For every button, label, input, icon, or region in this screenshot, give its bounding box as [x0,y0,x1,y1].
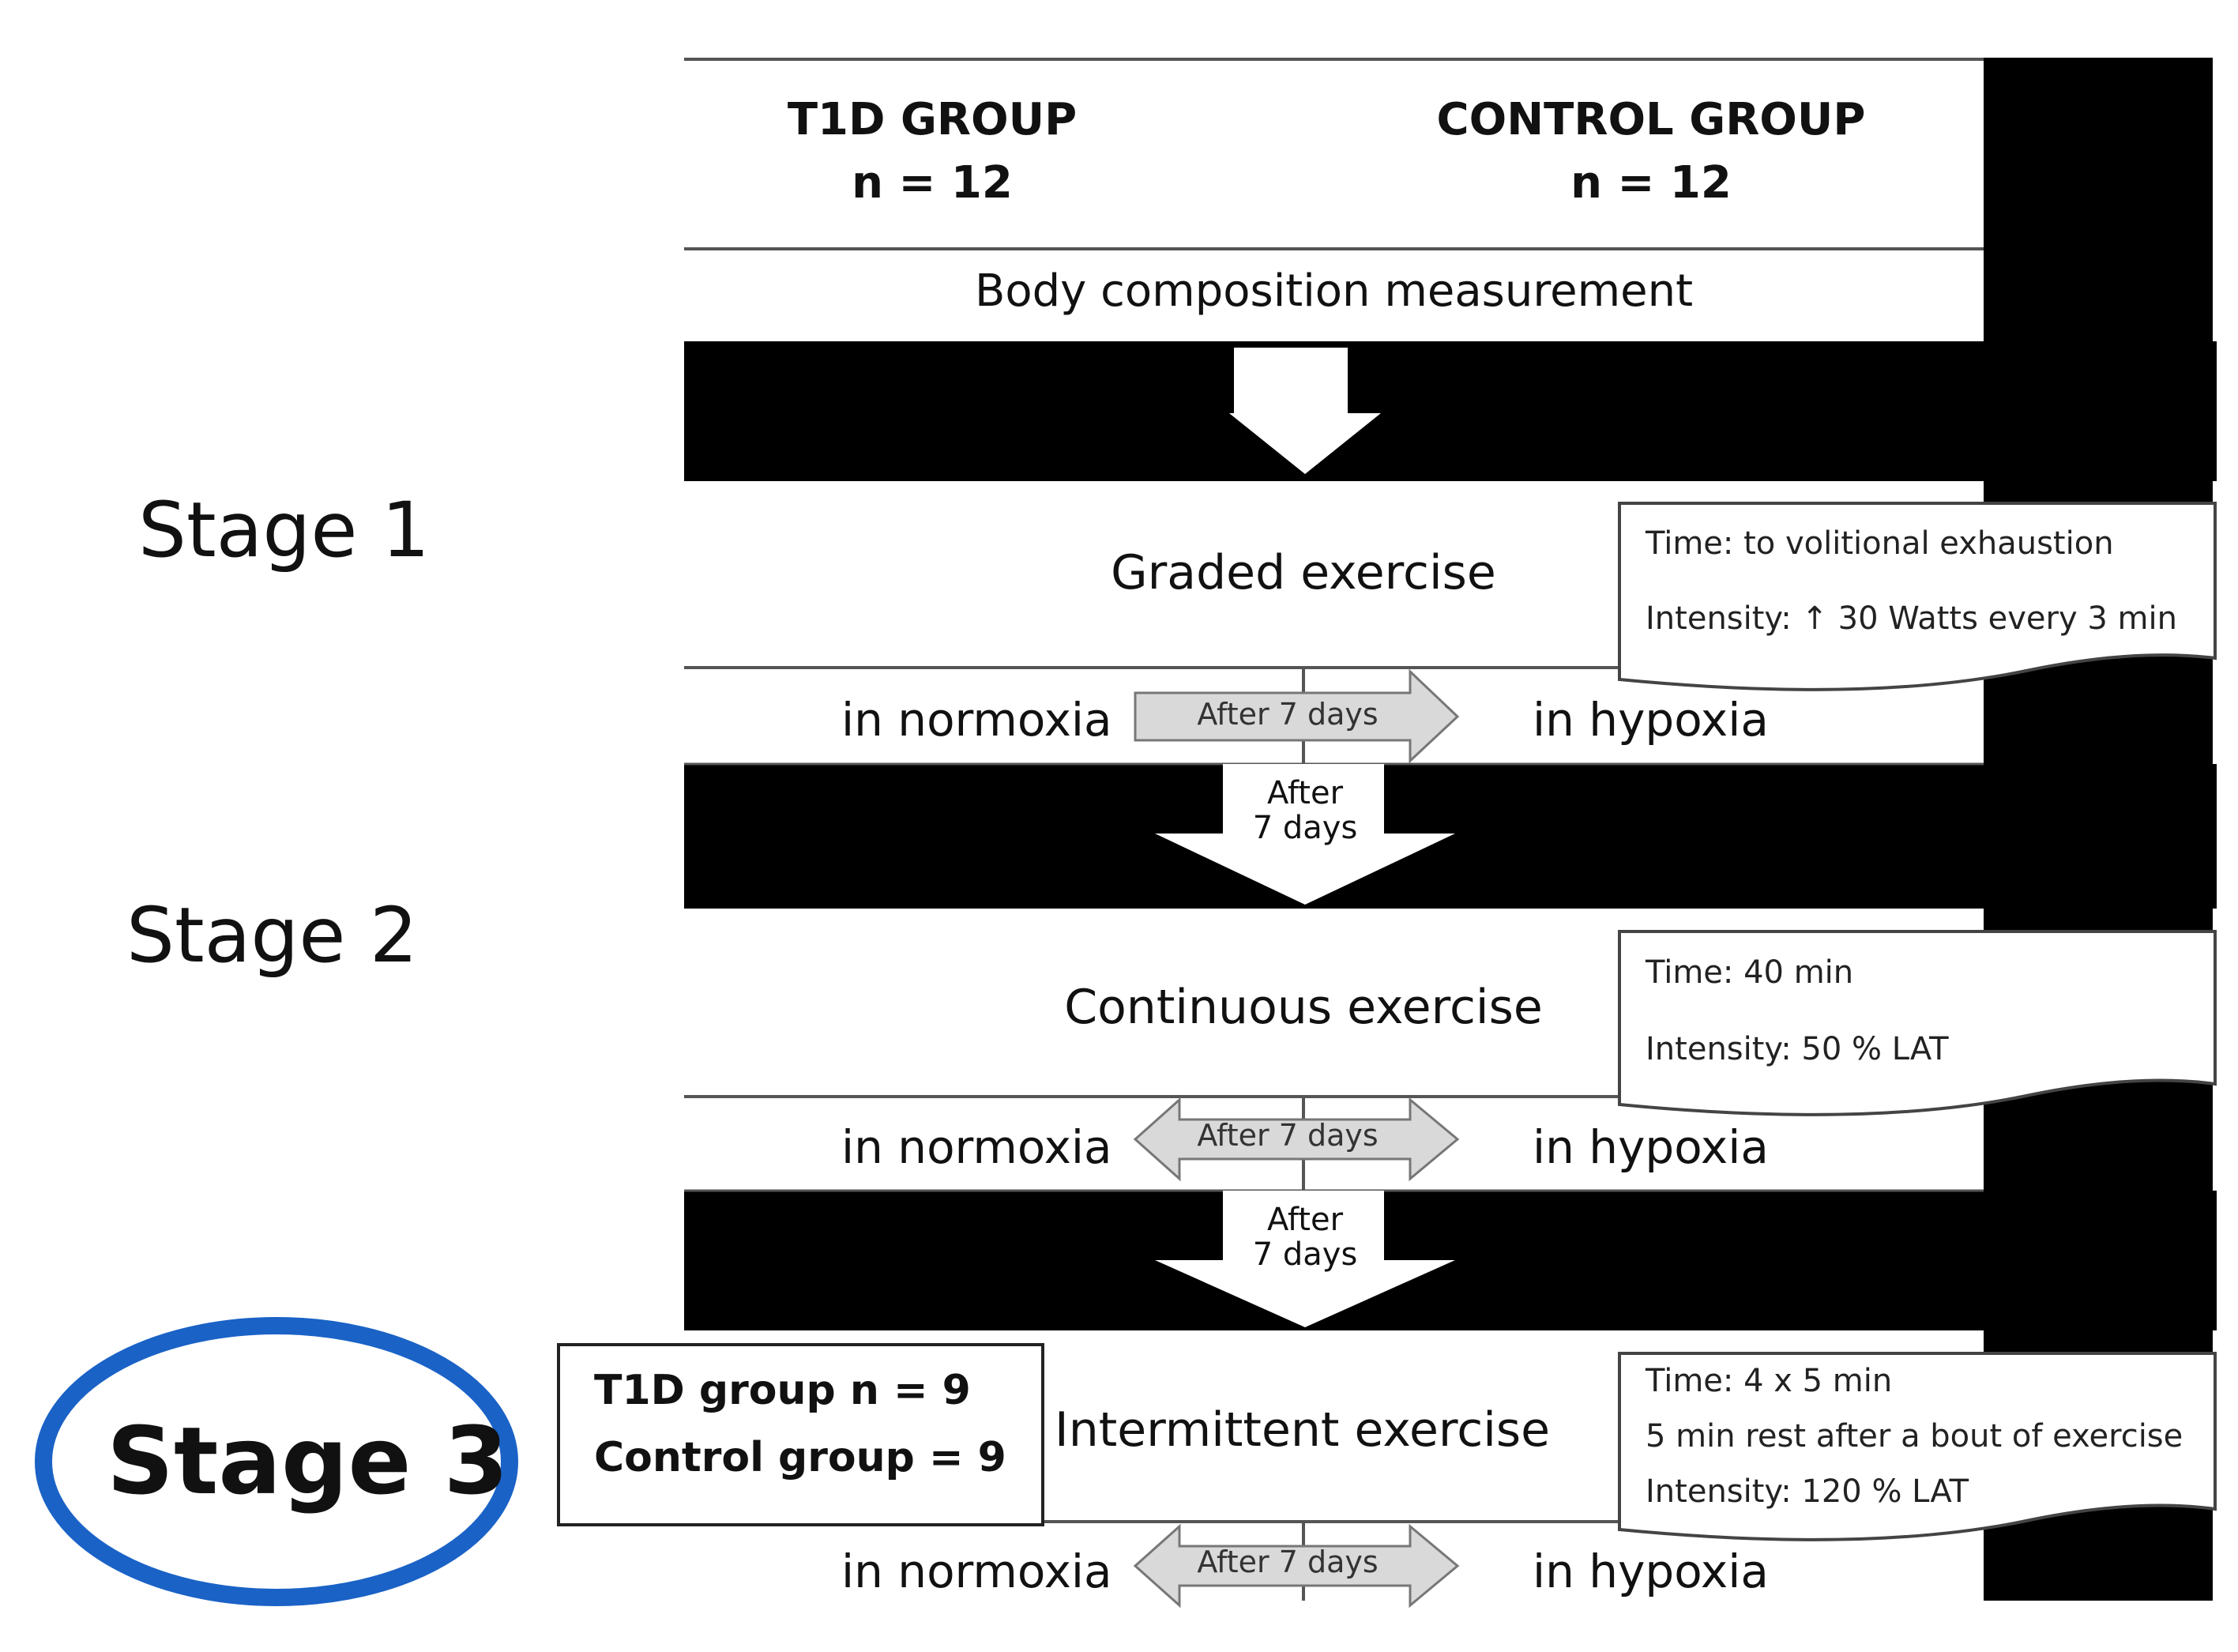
stage3-rest: 5 min rest after a bout of exercise [1646,1418,2183,1454]
t1d-group-n: n = 12 [852,157,1013,209]
body-composition-label: Body composition measurement [974,265,1694,317]
control-group-header: CONTROL GROUP n = 12 [1422,88,1880,215]
stage3-groups-box [557,1343,1044,1526]
right-arrow-stage1 [1134,668,1460,764]
stage2-hypoxia: in hypoxia [1533,1120,1769,1174]
control-group-n: n = 12 [1570,157,1732,209]
stage3-label: Stage 3 [107,1406,509,1515]
note-box-stage1 [1618,502,2217,691]
note-box-stage3 [1618,1352,2217,1541]
stage1-intensity: Intensity: ↑ 30 Watts every 3 min [1646,600,2177,637]
arrow1-line2: 7 days [1252,810,1358,846]
stage3-hypoxia: in hypoxia [1533,1545,1769,1598]
control-group-title: CONTROL GROUP [1436,94,1866,145]
stage2-exercise: Continuous exercise [1064,980,1543,1035]
double-arrow-stage2 [1133,1097,1460,1182]
note-box-stage2 [1618,930,2217,1116]
stage1-normoxia: in normoxia [841,693,1112,747]
arrow2-line1: After [1266,1202,1344,1238]
down-arrow-2 [1155,764,1455,905]
stage1-hypoxia: in hypoxia [1533,693,1769,747]
stage3-groups-t1d: T1D group n = 9 [594,1367,971,1414]
down-arrow-1 [1229,348,1381,474]
t1d-group-header: T1D GROUP n = 12 [766,88,1098,215]
stage3-transition: After 7 days [1197,1545,1379,1579]
stage2-normoxia: in normoxia [841,1120,1112,1174]
t1d-group-title: T1D GROUP [787,94,1078,145]
stage3-time: Time: 4 x 5 min [1646,1363,1893,1399]
double-arrow-stage3 [1133,1523,1460,1609]
arrow2-line2: 7 days [1252,1236,1358,1273]
stage1-exercise: Graded exercise [1111,545,1496,600]
black-band-1 [684,341,2217,481]
stage3-ellipse [35,1317,518,1606]
header-panel [684,58,1984,247]
stage3-intensity: Intensity: 120 % LAT [1646,1473,1969,1510]
stage2-time: Time: 40 min [1646,954,1854,991]
stage2-transition: After 7 days [1197,1118,1379,1153]
arrow1-line1: After [1266,775,1344,811]
stage3-groups-control: Control group = 9 [594,1434,1006,1481]
stage3-exercise: Intermittent exercise [1055,1402,1551,1458]
stage1-label: Stage 1 [138,486,430,574]
arrow1-text: After 7 days [1226,776,1384,845]
black-band-2 [684,764,2217,909]
arrow2-text: After 7 days [1226,1202,1384,1272]
body-comp-panel [684,247,1984,341]
stage2-label: Stage 2 [126,891,418,980]
stage3-normoxia: in normoxia [841,1545,1112,1598]
stage1-transition: After 7 days [1197,697,1379,732]
stage1-time: Time: to volitional exhaustion [1646,525,2114,562]
down-arrow-3 [1155,1191,1455,1327]
stage2-intensity: Intensity: 50 % LAT [1646,1031,1949,1067]
